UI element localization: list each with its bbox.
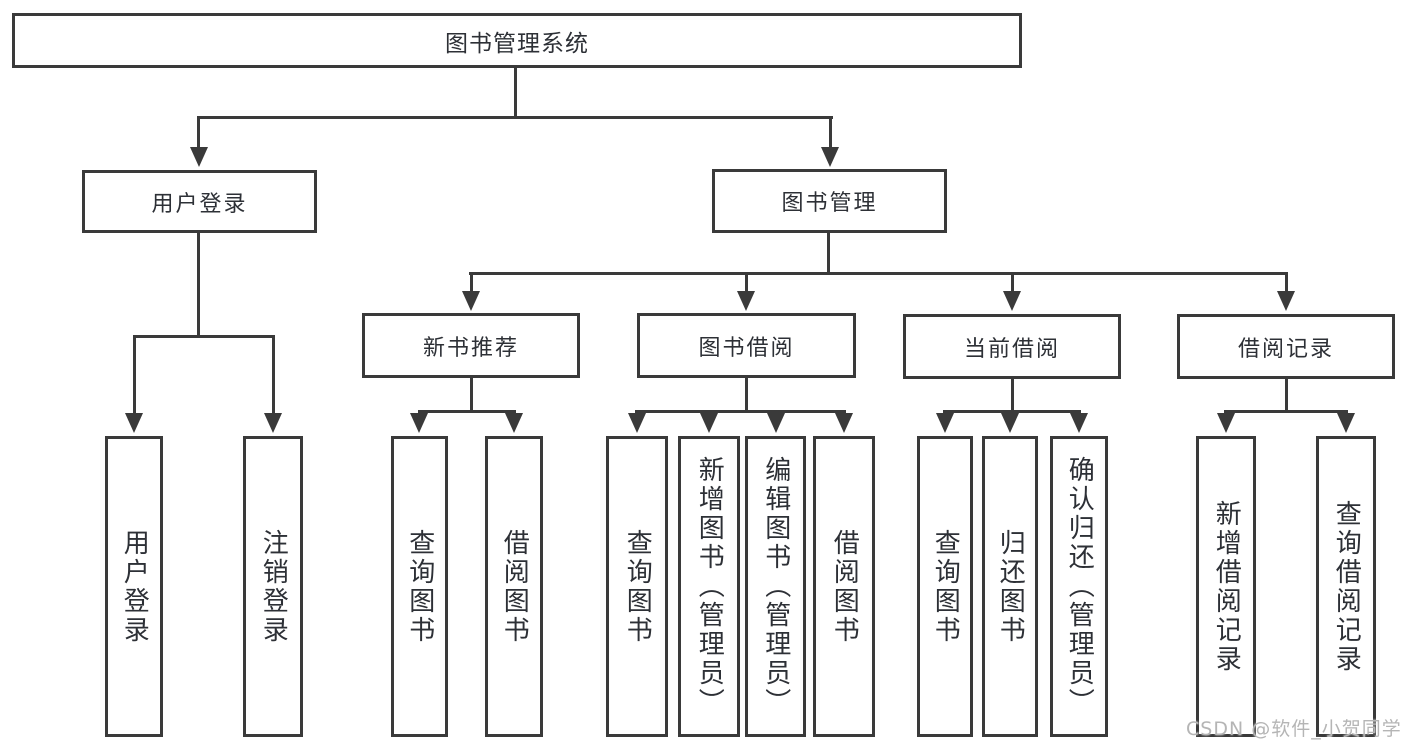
connector-line bbox=[197, 119, 200, 147]
arrow-down-icon bbox=[462, 291, 480, 311]
connector-line bbox=[514, 68, 517, 116]
leaf-query-books-3: 查询图书 bbox=[917, 436, 973, 737]
connector-line bbox=[469, 272, 1288, 275]
connector-line bbox=[418, 410, 516, 413]
arrow-down-icon bbox=[1070, 413, 1088, 433]
leaf-edit-book-admin: 编辑图书（管理员） bbox=[745, 436, 806, 737]
arrow-down-icon bbox=[821, 147, 839, 167]
connector-line bbox=[1224, 410, 1348, 413]
connector-line bbox=[827, 233, 830, 272]
leaf-logout: 注销登录 bbox=[243, 436, 303, 737]
connector-line bbox=[1011, 275, 1014, 292]
node-book-borrow: 图书借阅 bbox=[637, 313, 856, 378]
arrow-down-icon bbox=[264, 413, 282, 433]
connector-line bbox=[745, 378, 748, 410]
arrow-down-icon bbox=[835, 413, 853, 433]
arrow-down-icon bbox=[410, 413, 428, 433]
connector-line bbox=[133, 338, 136, 413]
leaf-add-borrow-record: 新增借阅记录 bbox=[1196, 436, 1256, 737]
connector-line bbox=[1285, 275, 1288, 292]
node-new-book-recommend: 新书推荐 bbox=[362, 313, 580, 378]
node-borrow-records: 借阅记录 bbox=[1177, 314, 1395, 379]
leaf-add-book-admin: 新增图书（管理员） bbox=[678, 436, 740, 737]
connector-line bbox=[943, 410, 1081, 413]
arrow-down-icon bbox=[1217, 413, 1235, 433]
node-book-management: 图书管理 bbox=[712, 169, 947, 233]
arrow-down-icon bbox=[190, 147, 208, 167]
connector-line bbox=[272, 338, 275, 413]
leaf-query-borrow-record: 查询借阅记录 bbox=[1316, 436, 1376, 737]
leaf-return-book: 归还图书 bbox=[982, 436, 1038, 737]
leaf-borrow-books-1: 借阅图书 bbox=[485, 436, 543, 737]
connector-line bbox=[470, 275, 473, 292]
node-user-login: 用户登录 bbox=[82, 170, 317, 233]
node-current-borrow: 当前借阅 bbox=[903, 314, 1121, 379]
arrow-down-icon bbox=[1277, 291, 1295, 311]
arrow-down-icon bbox=[1337, 413, 1355, 433]
leaf-user-login: 用户登录 bbox=[105, 436, 163, 737]
arrow-down-icon bbox=[1003, 291, 1021, 311]
connector-line bbox=[745, 275, 748, 292]
arrow-down-icon bbox=[628, 413, 646, 433]
arrow-down-icon bbox=[737, 291, 755, 311]
leaf-borrow-books-2: 借阅图书 bbox=[813, 436, 875, 737]
arrow-down-icon bbox=[767, 413, 785, 433]
arrow-down-icon bbox=[936, 413, 954, 433]
arrow-down-icon bbox=[125, 413, 143, 433]
connector-line bbox=[635, 410, 846, 413]
connector-line bbox=[1285, 379, 1288, 410]
arrow-down-icon bbox=[505, 413, 523, 433]
connector-line bbox=[197, 233, 200, 335]
arrow-down-icon bbox=[1001, 413, 1019, 433]
watermark: CSDN @软件_小贺同学 bbox=[1186, 718, 1402, 740]
node-root: 图书管理系统 bbox=[12, 13, 1022, 68]
connector-line bbox=[133, 335, 275, 338]
connector-line bbox=[197, 116, 833, 119]
connector-line bbox=[829, 119, 832, 147]
connector-line bbox=[1011, 379, 1014, 410]
leaf-confirm-return-admin: 确认归还（管理员） bbox=[1050, 436, 1108, 737]
leaf-query-books-1: 查询图书 bbox=[391, 436, 448, 737]
arrow-down-icon bbox=[700, 413, 718, 433]
leaf-query-books-2: 查询图书 bbox=[606, 436, 668, 737]
connector-line bbox=[470, 378, 473, 410]
